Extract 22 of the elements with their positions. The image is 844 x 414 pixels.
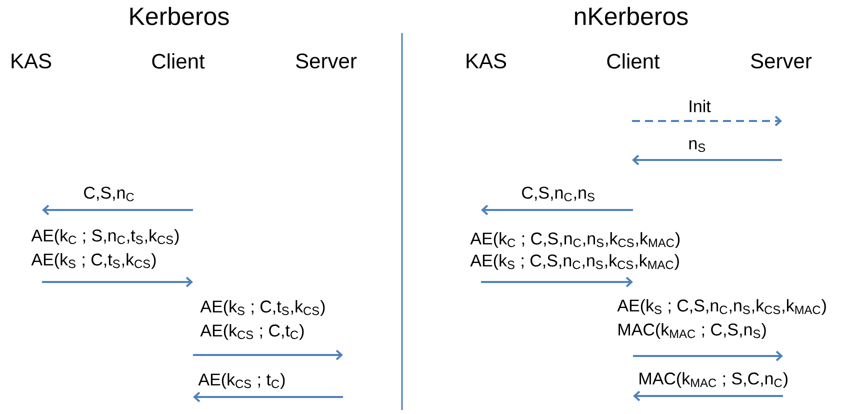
column-header: Server — [751, 54, 812, 68]
message-label: AE(k$_{S}$ ; C,S,n$_{C}$,n$_{S}$,k$_{CS}$,k$_{MAC}$) — [617, 299, 826, 315]
section-title: nKerberos — [575, 6, 688, 26]
column-header: KAS — [12, 54, 52, 68]
message-label: AE(k$_{S}$ ; C,t$_{S}$,k$_{CS}$) — [31, 253, 156, 269]
message-label: AE(k$_{CS}$ ; t$_{C}$) — [198, 373, 285, 389]
message-label: Init — [690, 100, 711, 112]
column-header: Client — [152, 53, 205, 69]
column-header: KAS — [466, 54, 506, 68]
section-title: Kerberos — [130, 6, 229, 26]
message-label: MAC(k$_{MAC}$ ; S,C,n$_{C}$) — [640, 372, 788, 388]
column-header: Server — [296, 54, 357, 68]
message-label: C,S,n$_{C}$ — [84, 186, 134, 202]
message-label: AE(k$_{C}$ ; S,n$_{C}$,t$_{S}$,k$_{CS}$) — [31, 229, 179, 245]
message-label: AE(k$_{S}$ ; C,t$_{S}$,k$_{CS}$) — [200, 300, 325, 316]
column-header: Client — [607, 53, 660, 69]
message-label: AE(k$_{C}$ ; C,S,n$_{C}$,n$_{S}$,k$_{CS}$,k$_{MAC}$) — [470, 232, 680, 248]
message-label: AE(k$_{CS}$ ; C,t$_{C}$) — [200, 324, 304, 340]
message-label: AE(k$_{S}$ ; C,S,n$_{C}$,n$_{S}$,k$_{CS}$,k$_{MAC}$) — [470, 254, 679, 270]
message-label: C,S,n$_{C}$,n$_{S}$ — [522, 186, 594, 202]
message-label: n$_{S}$ — [689, 140, 706, 152]
message-label: MAC(k$_{MAC}$ ; C,S,n$_{S}$) — [618, 323, 766, 339]
